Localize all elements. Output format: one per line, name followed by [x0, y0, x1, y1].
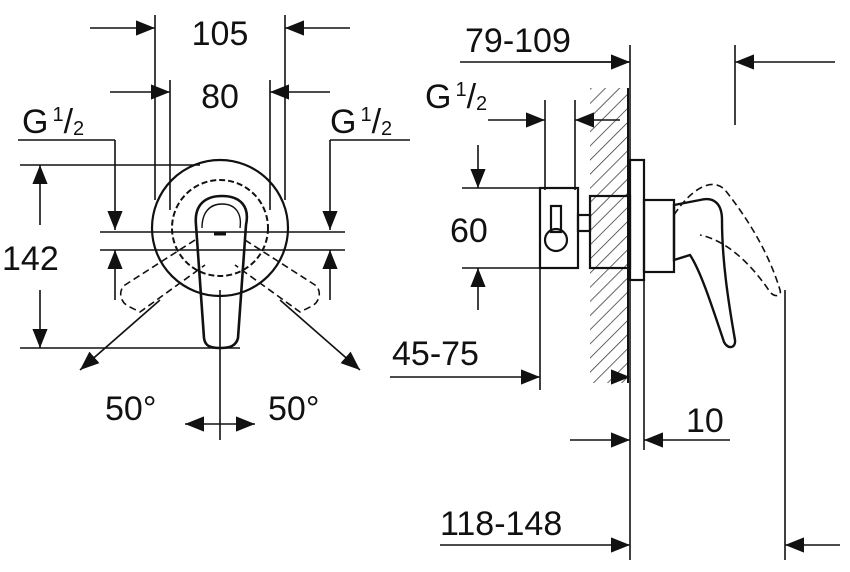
- valve-body: [538, 158, 676, 282]
- label-60: 60: [450, 212, 488, 250]
- lever-side: [672, 197, 737, 349]
- label-angle-left: 50°: [105, 390, 156, 428]
- label-105: 105: [192, 15, 249, 53]
- dim-width-105: [90, 15, 350, 200]
- dim-side-thread: [488, 100, 620, 190]
- label-79-109: 79-109: [465, 22, 571, 60]
- thread-right-leader: [322, 139, 410, 300]
- dim-45-75: [390, 268, 630, 390]
- lever-side-raised: [673, 183, 782, 297]
- dim-height-142: [20, 164, 240, 349]
- front-view: [18, 15, 410, 440]
- dim-60: [462, 145, 545, 310]
- angle-leaders: [79, 299, 361, 432]
- label-45-75: 45-75: [392, 335, 479, 373]
- lever-rotated-right: [234, 239, 321, 313]
- label-80: 80: [201, 78, 239, 116]
- lever-rotated-left: [119, 239, 206, 313]
- side-view: [390, 45, 840, 560]
- label-10: 10: [686, 402, 724, 440]
- dim-79-109: [460, 45, 631, 560]
- wall: [590, 88, 628, 383]
- label-142: 142: [2, 240, 59, 278]
- label-angle-right: 50°: [268, 390, 319, 428]
- dim-width-80: [110, 80, 330, 210]
- lever: [194, 194, 249, 350]
- dim-10: [570, 280, 730, 450]
- thread-left-leader: [18, 139, 123, 300]
- label-118-148: 118-148: [440, 505, 562, 543]
